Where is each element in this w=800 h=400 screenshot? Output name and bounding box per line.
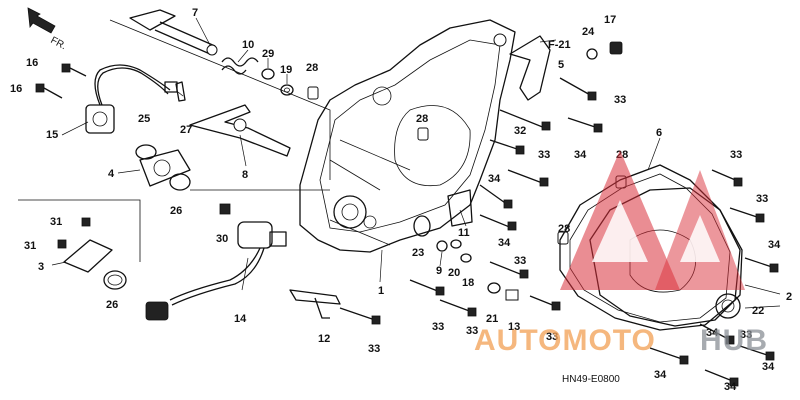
callout-33: 33 [756,193,768,205]
cover-plate-part [57,217,113,273]
callout-21: 21 [486,313,498,325]
callout-33: 33 [730,149,742,161]
callout-10: 10 [242,39,254,51]
callout-23: 23 [412,247,424,259]
callout-34: 34 [768,239,781,251]
callout-16: 16 [10,83,22,95]
callout-33: 33 [368,343,380,355]
flange-bolts [339,77,779,387]
callout-28: 28 [558,223,570,235]
callout-26: 26 [106,299,118,311]
dowel-pin-part [307,86,319,100]
callout-34: 34 [724,381,737,393]
callout-14: 14 [234,313,247,325]
callout-29: 29 [262,48,274,60]
callout-33: 33 [614,94,626,106]
o-ring-part [103,270,127,290]
callout-24: 24 [582,26,595,38]
callout-33: 33 [514,255,526,267]
callout-13: 13 [508,321,520,333]
shift-spindle-part [129,9,218,56]
callout-25: 25 [138,113,150,125]
callout-11: 11 [458,227,470,239]
watermark-text: AUTOMOTO [474,324,656,357]
callout-33: 33 [466,325,478,337]
crankcase-cover-part [299,19,516,253]
callout-3: 3 [38,261,44,273]
spring-part [221,57,259,75]
sensor-part [85,64,178,134]
callout-9: 9 [436,265,442,277]
callout-26: 26 [170,205,182,217]
callout-33: 33 [432,321,444,333]
callout-18: 18 [462,277,474,289]
callout-labels: 7 10 29 19 28 16 16 15 25 27 4 8 26 31 3… [10,7,792,393]
callout-16: 16 [26,57,38,69]
front-direction-arrow-icon [27,7,56,34]
callout-17: 17 [604,14,616,26]
seal-part [586,41,623,60]
callout-31: 31 [24,240,36,252]
callout-30: 30 [216,233,228,245]
callout-34: 34 [498,237,511,249]
washer-part [261,68,294,96]
callout-8: 8 [242,169,248,181]
callout-7: 7 [192,7,198,19]
plate-part [139,149,191,187]
section-ref: F-21 [548,39,571,51]
callout-6: 6 [656,127,662,139]
leader-lines [51,17,781,309]
callout-22: 22 [752,305,764,317]
shaft-part [289,289,341,319]
solenoid-part [145,203,287,321]
callout-5: 5 [558,59,564,71]
callout-31: 31 [50,216,62,228]
callout-1: 1 [378,285,384,297]
callout-19: 19 [280,64,292,76]
frame-lines [18,19,331,262]
callout-34: 34 [574,149,587,161]
callout-34: 34 [488,173,501,185]
callout-34: 34 [762,361,775,373]
callout-27: 27 [180,124,192,136]
watermark-logo: AUTOMOTO HUB [474,150,768,357]
callout-34: 34 [654,369,667,381]
callout-33: 33 [538,149,550,161]
diagram-code: HN49-E0800 [562,374,620,385]
watermark-text-hub: HUB [700,324,768,357]
callout-28: 28 [416,113,428,125]
bolt-16-part [35,63,87,99]
callout-32: 32 [514,125,526,137]
callout-34: 34 [706,327,719,339]
callout-28: 28 [306,62,318,74]
callout-33: 33 [546,331,558,343]
callout-33: 33 [740,329,752,341]
shift-arm-part [175,81,291,157]
bracket-part [493,33,551,101]
callout-4: 4 [108,168,115,180]
o-ring-part [169,173,191,191]
callout-15: 15 [46,129,58,141]
callout-12: 12 [318,333,330,345]
callout-20: 20 [448,267,460,279]
direction-label: FR. [49,35,68,52]
callout-2: 2 [786,291,792,303]
